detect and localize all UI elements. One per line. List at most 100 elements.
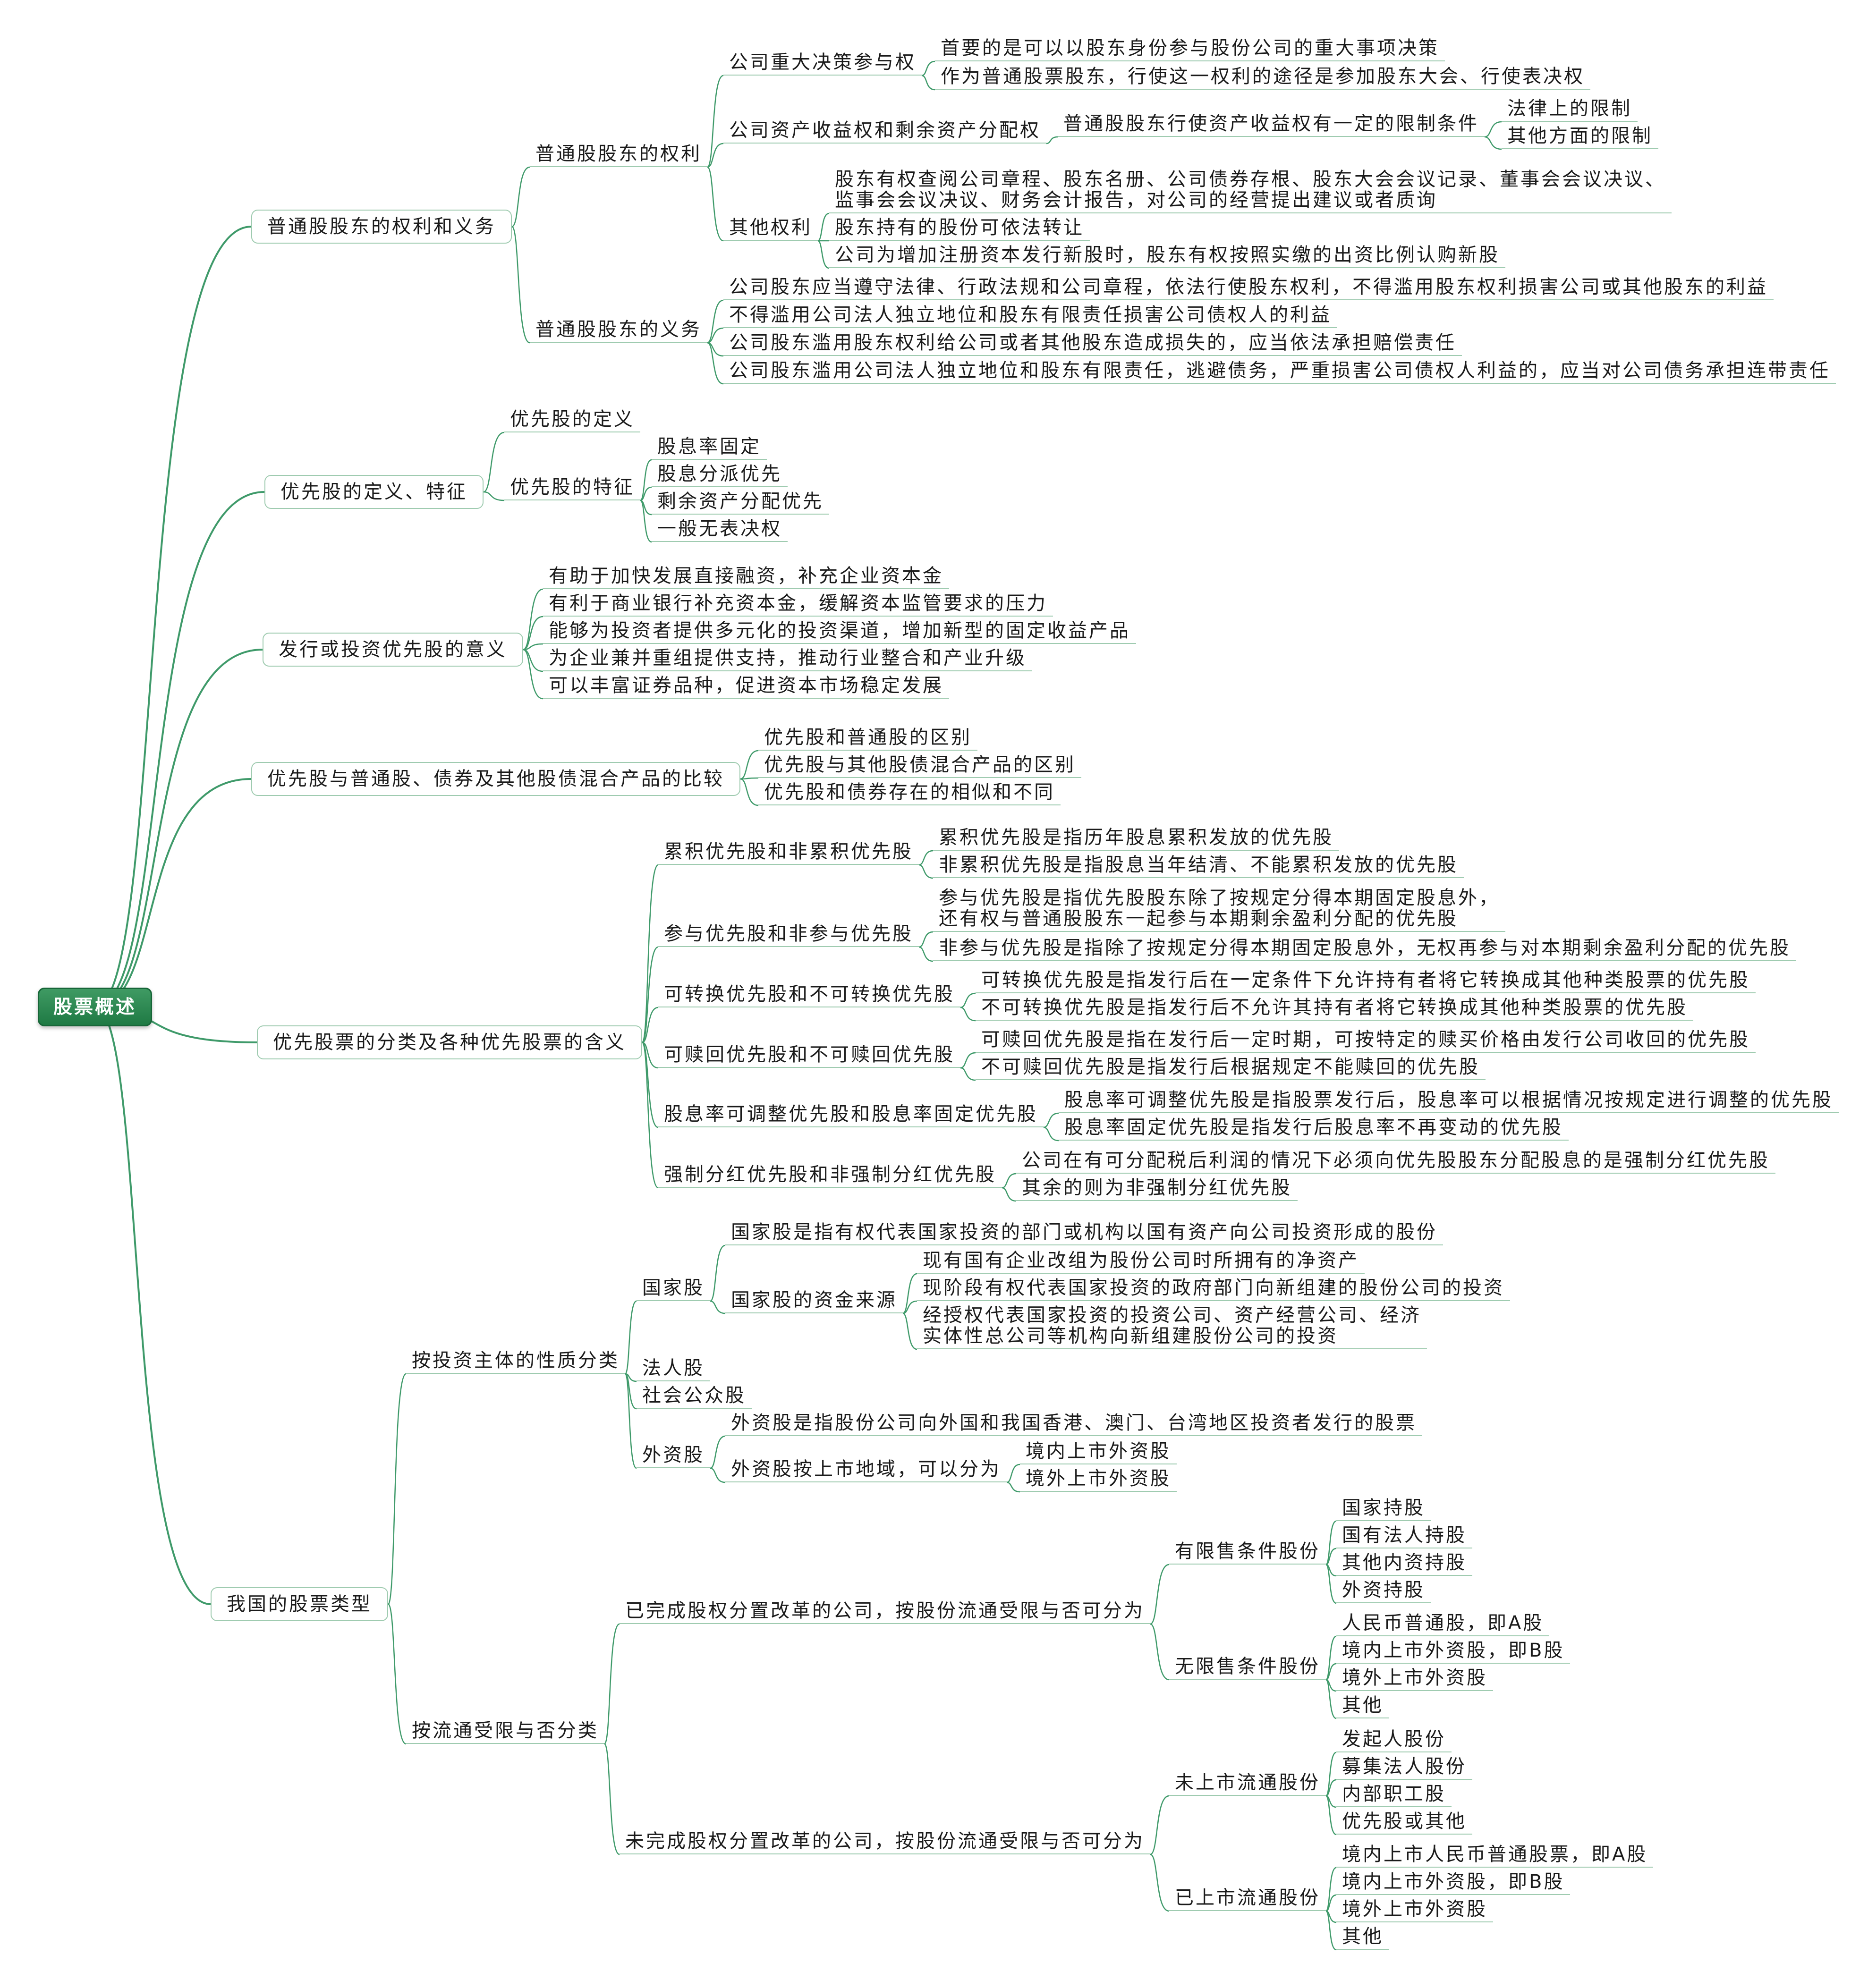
topic-b-4[interactable]: 优先股票的分类及各种优先股票的含义 [257,1025,642,1059]
topic-b-0-c-0-c-0[interactable]: 公司重大决策参与权 [723,52,922,76]
topic-b-0-c-0-c-1-c-0[interactable]: 普通股股东行使资产收益权有一定的限制条件 [1058,113,1485,137]
topic-b-5-c-1-c-0-c-1-c-1[interactable]: 境内上市外资股，即B股 [1336,1640,1571,1664]
topic-b-5-c-0-c-2[interactable]: 社会公众股 [637,1385,752,1409]
topic-b-0-c-0-c-2-c-1[interactable]: 股东持有的股份可依法转让 [829,217,1090,241]
topic-b-4-c-4-c-0[interactable]: 股息率可调整优先股是指股票发行后，股息率可以根据情况按规定进行调整的优先股 [1059,1090,1839,1113]
topic-b-1-c-1-c-1[interactable]: 股息分派优先 [652,464,788,487]
topic-b-5-c-0-c-0-c-1-c-0[interactable]: 现有国有企业改组为股份公司时所拥有的净资产 [917,1250,1365,1274]
topic-b-5-c-0-c-0[interactable]: 国家股 [637,1277,710,1301]
topic-b-5-c-1-c-1-c-1-c-0[interactable]: 境内上市人民币普通股票，即A股 [1336,1844,1654,1868]
topic-b-4-c-1[interactable]: 参与优先股和非参与优先股 [658,923,919,947]
topic-b-4-c-1-c-0[interactable]: 参与优先股是指优先股股东除了按规定分得本期固定股息外， 还有权与普通股股东一起参… [933,888,1505,932]
topic-b-5-c-1-c-0-c-0-c-3[interactable]: 外资持股 [1336,1580,1431,1603]
topic-b-5-c-1-c-1-c-0-c-3[interactable]: 优先股或其他 [1336,1811,1472,1835]
topic-b-5-c-0[interactable]: 按投资主体的性质分类 [406,1350,625,1374]
topic-b-0-c-0-c-1[interactable]: 公司资产收益权和剩余资产分配权 [723,120,1046,144]
topic-b-0-c-1-c-1[interactable]: 不得滥用公司法人独立地位和股东有限责任损害公司债权人的利益 [723,305,1337,328]
topic-b-5-c-1-c-1-c-0-c-0[interactable]: 发起人股份 [1336,1729,1452,1752]
topic-b-5-c-1-c-1-c-0-c-1[interactable]: 募集法人股份 [1336,1756,1472,1780]
topic-b-5-c-0-c-3-c-1-c-0[interactable]: 境内上市外资股 [1020,1441,1177,1464]
link-b-5-c-1-c-1-c-1-c-3 [1325,1910,1337,1951]
topic-b-5-c-0-c-3[interactable]: 外资股 [637,1445,710,1468]
topic-b-0-c-0-c-0-c-0[interactable]: 首要的是可以以股东身份参与股份公司的重大事项决策 [935,38,1445,61]
topic-b-0-c-0[interactable]: 普通股股东的权利 [530,144,707,167]
topic-b-4-c-5[interactable]: 强制分红优先股和非强制分红优先股 [658,1164,1002,1188]
root-node[interactable]: 股票概述 [38,988,152,1026]
topic-b-1[interactable]: 优先股的定义、特征 [264,475,484,509]
topic-b-4-c-2-c-1[interactable]: 不可转换优先股是指发行后不允许其持有者将它转换成其他种类股票的优先股 [976,997,1693,1021]
topic-b-0-c-0-c-0-c-1[interactable]: 作为普通股票股东，行使这一权利的途径是参加股东大会、行使表决权 [935,66,1590,90]
topic-b-5[interactable]: 我国的股票类型 [211,1587,388,1621]
topic-b-5-c-1-c-1-c-0[interactable]: 未上市流通股份 [1169,1772,1326,1796]
topic-b-3-c-0[interactable]: 优先股和普通股的区别 [758,727,977,751]
topic-b-2-c-4[interactable]: 可以丰富证券品种，促进资本市场稳定发展 [543,675,949,699]
topic-b-4-c-3[interactable]: 可赎回优先股和不可赎回优先股 [658,1044,960,1068]
link-b-4-c-1 [641,946,659,1043]
topic-b-5-c-1-c-1-c-1-c-3[interactable]: 其他 [1336,1926,1389,1950]
topic-b-5-c-1-c-1-c-1-c-1[interactable]: 境内上市外资股，即B股 [1336,1871,1571,1895]
topic-b-4-c-4[interactable]: 股息率可调整优先股和股息率固定优先股 [658,1104,1044,1127]
topic-b-4-c-0[interactable]: 累积优先股和非累积优先股 [658,841,919,865]
link-b-4-c-0 [641,864,659,1043]
link-b-4-c-4 [641,1041,659,1128]
topic-b-5-c-1-c-1[interactable]: 未完成股权分置改革的公司，按股份流通受限与否可分为 [620,1831,1150,1854]
topic-b-1-c-1-c-0[interactable]: 股息率固定 [652,436,767,460]
topic-b-5-c-1-c-1-c-0-c-2[interactable]: 内部职工股 [1336,1784,1452,1807]
topic-b-5-c-1-c-0-c-1-c-3[interactable]: 其他 [1336,1695,1389,1718]
topic-b-1-c-1[interactable]: 优先股的特征 [504,477,640,500]
topic-b-4-c-0-c-1[interactable]: 非累积优先股是指股息当年结清、不能累积发放的优先股 [933,854,1464,878]
topic-b-3[interactable]: 优先股与普通股、债券及其他股债混合产品的比较 [251,762,740,796]
topic-b-4-c-5-c-1[interactable]: 其余的则为非强制分红优先股 [1016,1177,1298,1201]
topic-b-4-c-0-c-0[interactable]: 累积优先股是指历年股息累积发放的优先股 [933,827,1339,851]
topic-b-5-c-0-c-1[interactable]: 法人股 [637,1358,710,1381]
topic-b-0-c-0-c-1-c-0-c-0[interactable]: 法律上的限制 [1502,98,1638,122]
topic-b-5-c-1-c-0-c-1-c-2[interactable]: 境外上市外资股 [1336,1667,1493,1691]
topic-b-5-c-1-c-0-c-0[interactable]: 有限售条件股份 [1169,1541,1326,1565]
topic-b-1-c-1-c-2[interactable]: 剩余资产分配优先 [652,491,829,515]
topic-b-0-c-0-c-2[interactable]: 其他权利 [723,217,818,241]
topic-b-5-c-1-c-0-c-1-c-0[interactable]: 人民币普通股，即A股 [1336,1613,1550,1636]
topic-b-0-c-0-c-2-c-0[interactable]: 股东有权查阅公司章程、股东名册、公司债券存根、股东大会会议记录、董事会会议决议、… [829,169,1672,213]
topic-b-4-c-1-c-1[interactable]: 非参与优先股是指除了按规定分得本期固定股息外，无权再参与对本期剩余盈利分配的优先… [933,938,1796,961]
topic-b-5-c-1-c-0[interactable]: 已完成股权分置改革的公司，按股份流通受限与否可分为 [620,1600,1150,1624]
topic-b-3-c-2[interactable]: 优先股和债券存在的相似和不同 [758,782,1061,805]
topic-b-3-c-1[interactable]: 优先股与其他股债混合产品的区别 [758,754,1081,778]
topic-b-0-c-1-c-3[interactable]: 公司股东滥用公司法人独立地位和股东有限责任，逃避债务，严重损害公司债权人利益的，… [723,360,1836,384]
topic-b-5-c-0-c-3-c-0[interactable]: 外资股是指股份公司向外国和我国香港、澳门、台湾地区投资者发行的股票 [725,1413,1422,1436]
topic-b-0[interactable]: 普通股股东的权利和义务 [251,210,512,244]
topic-b-4-c-3-c-1[interactable]: 不可赎回优先股是指发行后根据规定不能赎回的优先股 [976,1057,1486,1080]
topic-b-5-c-1-c-1-c-1[interactable]: 已上市流通股份 [1169,1887,1326,1911]
topic-b-4-c-2-c-0[interactable]: 可转换优先股是指发行后在一定条件下允许持有者将它转换成其他种类股票的优先股 [976,970,1756,993]
topic-b-0-c-0-c-2-c-2[interactable]: 公司为增加注册资本发行新股时，股东有权按照实缴的出资比例认购新股 [829,245,1505,268]
topic-b-5-c-0-c-0-c-0[interactable]: 国家股是指有权代表国家投资的部门或机构以国有资产向公司投资形成的股份 [725,1222,1443,1245]
topic-b-5-c-0-c-0-c-1-c-2[interactable]: 经授权代表国家投资的投资公司、资产经营公司、经济 实体性总公司等机构向新组建股份… [917,1305,1427,1349]
topic-b-4-c-5-c-0[interactable]: 公司在有可分配税后利润的情况下必须向优先股股东分配股息的是强制分红优先股 [1016,1150,1775,1174]
topic-b-2[interactable]: 发行或投资优先股的意义 [263,633,523,667]
topic-b-0-c-0-c-1-c-0-c-1[interactable]: 其他方面的限制 [1502,126,1658,149]
topic-b-5-c-1-c-0-c-0-c-0[interactable]: 国家持股 [1336,1497,1431,1521]
topic-b-5-c-0-c-3-c-1[interactable]: 外资股按上市地域，可以分为 [725,1459,1007,1482]
topic-b-5-c-1[interactable]: 按流通受限与否分类 [406,1720,604,1744]
topic-b-0-c-1-c-2[interactable]: 公司股东滥用股东权利给公司或者其他股东造成损失的，应当依法承担赔偿责任 [723,332,1462,356]
topic-b-2-c-0[interactable]: 有助于加快发展直接融资，补充企业资本金 [543,566,949,589]
topic-b-0-c-1[interactable]: 普通股股东的义务 [530,319,707,343]
topic-b-1-c-0[interactable]: 优先股的定义 [504,409,640,432]
topic-b-5-c-1-c-0-c-1[interactable]: 无限售条件股份 [1169,1656,1326,1680]
topic-b-2-c-1[interactable]: 有利于商业银行补充资本金，缓解资本监管要求的压力 [543,593,1053,617]
topic-b-2-c-2[interactable]: 能够为投资者提供多元化的投资渠道，增加新型的固定收益产品 [543,620,1136,644]
link-b-0-c-0-c-0-c-1 [921,75,935,91]
topic-b-5-c-0-c-0-c-1[interactable]: 国家股的资金来源 [725,1290,903,1313]
topic-b-2-c-3[interactable]: 为企业兼并重组提供支持，推动行业整合和产业升级 [543,648,1032,671]
topic-b-5-c-0-c-0-c-1-c-1[interactable]: 现阶段有权代表国家投资的政府部门向新组建的股份公司的投资 [917,1277,1510,1301]
topic-b-1-c-1-c-3[interactable]: 一般无表决权 [652,518,788,542]
topic-b-4-c-2[interactable]: 可转换优先股和不可转换优先股 [658,984,960,1007]
topic-b-0-c-1-c-0[interactable]: 公司股东应当遵守法律、行政法规和公司章程，依法行使股东权利，不得滥用股东权利损害… [723,277,1774,300]
topic-b-5-c-0-c-3-c-1-c-1[interactable]: 境外上市外资股 [1020,1468,1177,1492]
topic-b-5-c-1-c-0-c-0-c-2[interactable]: 其他内资持股 [1336,1552,1472,1576]
topic-b-4-c-4-c-1[interactable]: 股息率固定优先股是指发行后股息率不再变动的优先股 [1059,1117,1569,1141]
link-b-5-c-1-c-0-c-1-c-1 [1325,1663,1337,1681]
link-b-4-c-2 [642,1007,659,1043]
topic-b-5-c-1-c-0-c-0-c-1[interactable]: 国有法人持股 [1336,1525,1472,1548]
topic-b-5-c-1-c-1-c-1-c-2[interactable]: 境外上市外资股 [1336,1899,1493,1922]
topic-b-4-c-3-c-0[interactable]: 可赎回优先股是指在发行后一定时期，可按特定的赎买价格由发行公司收回的优先股 [976,1029,1756,1053]
